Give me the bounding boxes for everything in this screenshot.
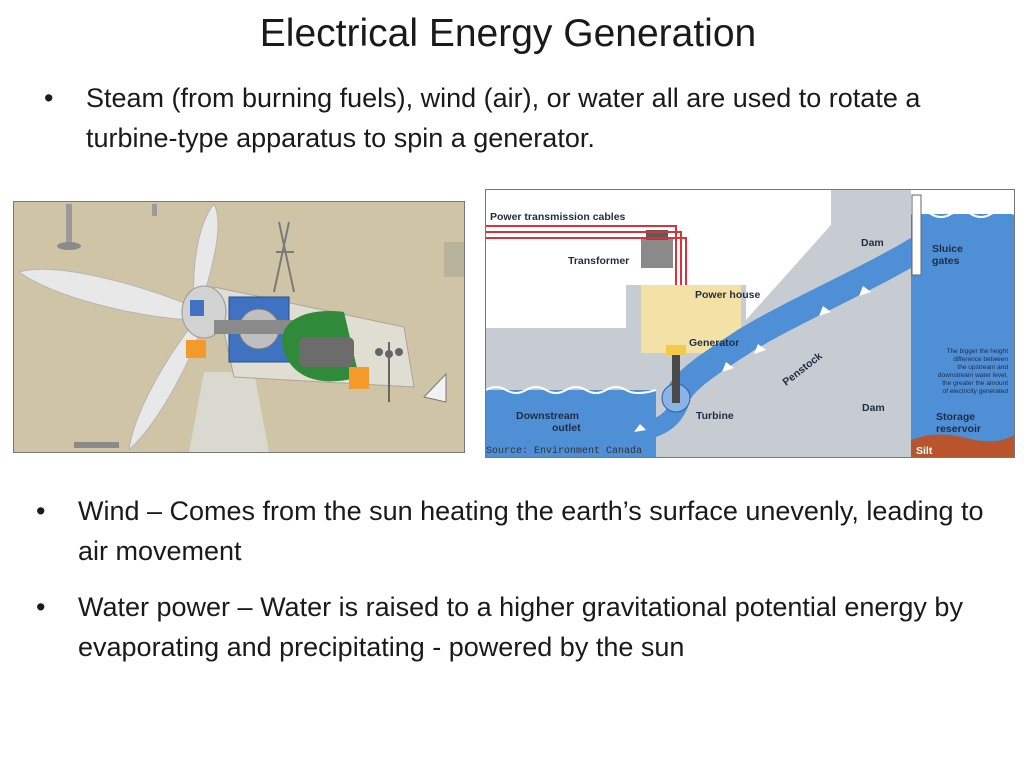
- label-power-house: Power house: [695, 289, 761, 301]
- label-dam-bottom: Dam: [862, 402, 885, 414]
- slide-title: Electrical Energy Generation: [259, 12, 757, 55]
- label-sluice-1: Sluice: [932, 243, 963, 255]
- bullet-marker: •: [36, 592, 46, 622]
- label-storage-2: reservoir: [936, 423, 981, 435]
- hydroelectric-diagram: Power transmission cables Transformer Da…: [485, 189, 1015, 458]
- label-transformer: Transformer: [568, 255, 629, 267]
- label-downstream-2: outlet: [552, 422, 581, 434]
- bullet-marker: •: [44, 83, 54, 113]
- wind-turbine-illustration: [13, 201, 465, 453]
- label-generator: Generator: [689, 337, 739, 349]
- label-cables: Power transmission cables: [490, 211, 626, 223]
- note-line: downstream water level,: [938, 372, 1008, 379]
- note-line: difference between: [953, 356, 1008, 363]
- label-dam-top: Dam: [861, 237, 884, 249]
- label-silt: Silt: [916, 445, 933, 457]
- bullet-text: Steam (from burning fuels), wind (air), …: [86, 83, 921, 153]
- label-turbine: Turbine: [696, 410, 734, 422]
- bullet-text: Water power – Water is raised to a highe…: [78, 592, 963, 662]
- note-line: of electricity generated: [943, 388, 1009, 395]
- wind-turbine-drawing: [14, 202, 464, 452]
- bullet-marker: •: [36, 496, 46, 526]
- source-credit: Source: Environment Canada: [486, 445, 642, 457]
- label-sluice-2: gates: [932, 255, 960, 267]
- note-line: the upstream and: [957, 364, 1008, 371]
- height-note: The bigger the height difference between…: [938, 348, 1008, 395]
- note-line: The bigger the height: [947, 348, 1009, 355]
- label-downstream-1: Downstream: [516, 410, 579, 422]
- hydro-dam-drawing: Power transmission cables Transformer Da…: [486, 190, 1014, 457]
- note-line: the greater the amount: [942, 380, 1008, 387]
- label-storage-1: Storage: [936, 411, 975, 423]
- bullet-text: Wind – Comes from the sun heating the ea…: [78, 496, 984, 566]
